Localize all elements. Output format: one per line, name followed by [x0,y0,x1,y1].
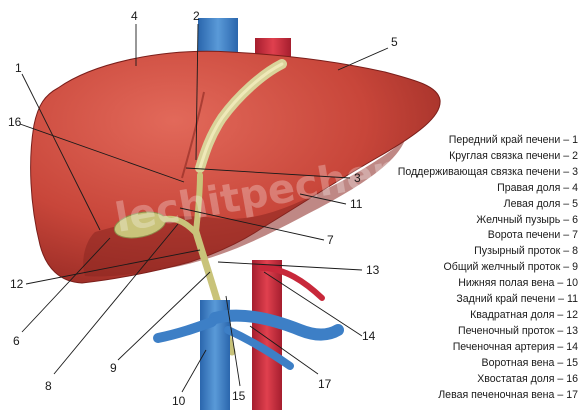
legend-item: Нижняя полая вена – 10 [360,276,578,292]
legend-item: Левая печеночная вена – 17 [360,388,578,404]
aorta-bottom [252,260,282,410]
legend-item: Задний край печени – 11 [360,292,578,308]
legend-item: Квадратная доля – 12 [360,308,578,324]
legend-item: Левая доля – 5 [360,197,578,213]
callout-6: 6 [13,334,20,348]
legend-item: Поддерживающая связка печени – 3 [360,165,578,181]
callout-10: 10 [172,394,186,408]
callout-2: 2 [193,9,200,23]
callout-12: 12 [10,277,24,291]
legend-item: Круглая связка печени – 2 [360,149,578,165]
legend-item: Ворота печени – 7 [360,228,578,244]
legend-item: Желчный пузырь – 6 [360,213,578,229]
callout-17: 17 [318,377,332,391]
callout-5: 5 [391,35,398,49]
legend-item: Правая доля – 4 [360,181,578,197]
callout-16: 16 [8,115,22,129]
legend-item: Хвостатая доля – 16 [360,372,578,388]
callout-9: 9 [110,361,117,375]
callout-8: 8 [45,379,52,393]
callout-4: 4 [131,9,138,23]
callout-7: 7 [327,233,334,247]
legend-item: Передний край печени – 1 [360,133,578,149]
legend-item: Воротная вена – 15 [360,356,578,372]
legend-item: Пузырный проток – 8 [360,244,578,260]
legend-item: Печеночная артерия – 14 [360,340,578,356]
legend-item: Общий желчный проток – 9 [360,260,578,276]
callout-15: 15 [232,389,246,403]
legend: Передний край печени – 1 Круглая связка … [360,133,578,403]
legend-item: Печеночный проток – 13 [360,324,578,340]
callout-1: 1 [15,61,22,75]
